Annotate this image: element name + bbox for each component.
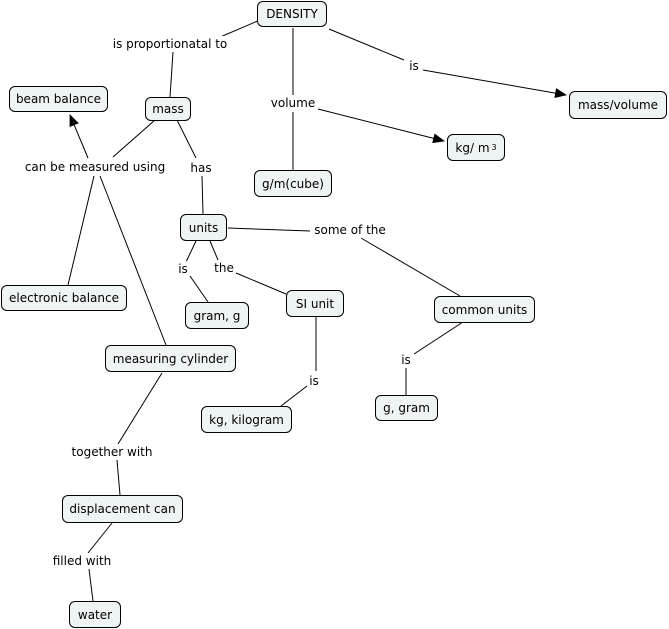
- link-proportional-mass: [169, 51, 174, 98]
- concept-kg-kilogram[interactable]: kg, kilogram: [201, 406, 292, 433]
- concept-water-label: water: [77, 607, 113, 622]
- link-measured-electronic-balance: [67, 175, 95, 286]
- concept-si-unit[interactable]: SI unit: [286, 290, 344, 317]
- link-label-can-be-measured-using: can be measured using: [23, 159, 167, 175]
- link-label-is-si: is: [308, 373, 320, 389]
- link-some-of-the-common-units: [360, 237, 461, 297]
- link-density-is: [328, 28, 405, 61]
- concept-mass-label: mass: [152, 102, 184, 116]
- concept-units-label: units: [188, 220, 219, 235]
- concept-common-units-label: common units: [441, 302, 528, 317]
- concept-density-label: DENSITY: [266, 7, 318, 21]
- link-units-some-of-the: [227, 227, 311, 232]
- concept-units[interactable]: units: [180, 214, 227, 241]
- link-label-is: is: [408, 58, 420, 74]
- concept-mass[interactable]: mass: [145, 97, 191, 121]
- concept-kg-kilogram-label: kg, kilogram: [209, 412, 284, 427]
- link-is-kg-kilogram: [280, 385, 308, 407]
- link-mass-can-be-measured: [112, 119, 156, 158]
- concept-kg-per-m3-label: kg/ m: [455, 140, 490, 155]
- concept-displacement-can-label: displacement can: [69, 502, 176, 516]
- link-is-gram-g: [189, 275, 209, 303]
- link-label-filled-with: filled with: [51, 553, 113, 569]
- concept-electronic-balance[interactable]: electronic balance: [1, 285, 127, 311]
- link-the-si-unit: [235, 272, 287, 295]
- link-is-mass-volume: [422, 69, 567, 99]
- link-cylinder-together-with: [117, 372, 163, 445]
- link-measured-beam-balance: [69, 114, 89, 159]
- link-measured-measuring-cylinder: [99, 175, 167, 346]
- concept-common-units[interactable]: common units: [434, 296, 535, 323]
- concept-density[interactable]: DENSITY: [257, 1, 327, 27]
- link-displacement-filled-with: [87, 522, 113, 554]
- concept-g-gram[interactable]: g, gram: [375, 395, 438, 421]
- concept-g-gram-label: g, gram: [383, 401, 430, 415]
- concept-measuring-cylinder-label: measuring cylinder: [112, 351, 229, 366]
- link-together-with-displacement-can: [116, 459, 121, 496]
- concept-displacement-can[interactable]: displacement can: [62, 495, 183, 523]
- concept-beam-balance[interactable]: beam balance: [9, 86, 108, 112]
- concept-kg-per-m3-exponent: 3: [491, 142, 497, 152]
- concept-mass-volume-label: mass/volume: [577, 98, 659, 112]
- link-units-is: [185, 240, 197, 263]
- concept-water[interactable]: water: [69, 601, 121, 628]
- link-label-has: has: [189, 160, 213, 176]
- link-filled-with-water: [88, 568, 94, 602]
- concept-gram-g-label: gram, g: [193, 308, 241, 323]
- link-label-some-of-the: some of the: [313, 222, 387, 238]
- link-label-the: the: [213, 260, 235, 276]
- link-mass-has: [176, 119, 197, 159]
- concept-mass-volume[interactable]: mass/volume: [569, 91, 667, 119]
- concept-si-unit-label: SI unit: [295, 296, 335, 311]
- concept-measuring-cylinder[interactable]: measuring cylinder: [105, 345, 236, 372]
- concept-gram-g[interactable]: gram, g: [185, 302, 249, 329]
- link-label-is-common: is: [400, 352, 412, 368]
- link-label-together-with: together with: [70, 444, 154, 460]
- link-units-the: [209, 240, 219, 261]
- link-label-volume: volume: [269, 95, 317, 111]
- link-volume-kg-m3: [317, 108, 445, 144]
- concept-beam-balance-label: beam balance: [15, 92, 102, 106]
- link-label-is-units: is: [177, 261, 189, 277]
- concept-g-m-cube[interactable]: g/m(cube): [254, 170, 332, 197]
- concept-g-m-cube-label: g/m(cube): [262, 176, 324, 191]
- link-has-units: [201, 175, 204, 215]
- concept-electronic-balance-label: electronic balance: [8, 291, 119, 305]
- link-label-is-proportional-to: is proportionatal to: [111, 36, 229, 52]
- link-common-units-is: [413, 321, 464, 355]
- link-density-proportional: [217, 19, 261, 39]
